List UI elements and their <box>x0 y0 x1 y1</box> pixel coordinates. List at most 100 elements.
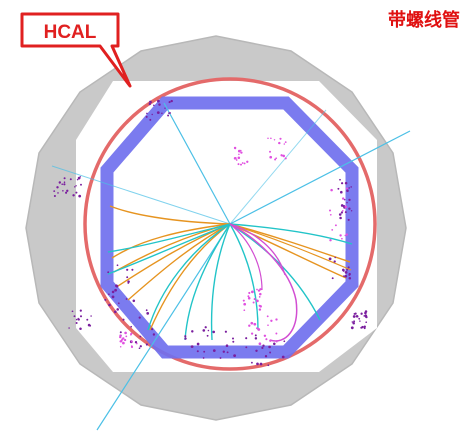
hit-point <box>79 176 82 178</box>
hit-point <box>243 302 247 306</box>
hit-point <box>282 154 286 158</box>
hit-point <box>87 323 91 327</box>
hit-point <box>339 234 342 237</box>
straight-track-3 <box>163 102 231 225</box>
hit-point <box>226 351 229 354</box>
hit-point <box>79 309 82 312</box>
track-cyan-8 <box>229 223 259 331</box>
hit-point <box>158 103 161 106</box>
hit-point <box>329 213 332 216</box>
hit-point <box>235 159 238 161</box>
hit-point <box>53 190 56 193</box>
charged-particle-tracks <box>107 205 353 342</box>
hit-point <box>365 321 368 324</box>
hit-point <box>280 154 283 157</box>
hit-point <box>224 330 227 333</box>
hit-point <box>275 157 278 160</box>
hit-point <box>237 163 240 166</box>
hit-point <box>355 315 359 318</box>
hit-point <box>340 211 344 214</box>
hit-point <box>73 315 76 318</box>
hit-point <box>116 308 119 311</box>
track-orange-7 <box>229 223 351 263</box>
hit-point <box>168 101 171 104</box>
hit-point <box>146 312 150 315</box>
track-orange-4 <box>127 223 231 301</box>
hit-point <box>125 298 128 300</box>
hit-point <box>57 192 59 194</box>
hit-point <box>344 205 348 209</box>
hit-point <box>344 274 348 278</box>
hit-point <box>352 322 355 325</box>
hit-point <box>72 194 75 197</box>
hit-point <box>145 309 148 312</box>
hit-point <box>344 211 347 214</box>
hit-point <box>259 362 263 366</box>
calorimeter-octagon <box>100 96 359 359</box>
hit-point <box>334 256 337 259</box>
hit-point <box>167 114 170 117</box>
hit-point <box>202 329 206 332</box>
hit-point <box>130 325 133 328</box>
hit-point <box>126 268 129 271</box>
hit-point <box>345 187 348 190</box>
hit-point <box>121 338 124 341</box>
hit-point <box>281 355 285 359</box>
hit-point <box>269 155 273 159</box>
hit-point <box>254 334 257 337</box>
track-cyan-4 <box>107 223 231 275</box>
hit-point <box>156 111 160 114</box>
hit-point <box>145 343 148 346</box>
hit-point <box>202 357 205 359</box>
hit-point <box>344 234 346 237</box>
hit-point <box>232 340 235 343</box>
hit-point <box>284 141 287 144</box>
hit-point <box>252 301 255 304</box>
hit-point <box>206 334 209 337</box>
hit-point <box>255 349 258 353</box>
hit-point <box>243 309 246 312</box>
hit-point <box>157 99 160 103</box>
hit-point <box>253 322 257 326</box>
hit-point <box>122 341 125 345</box>
hit-point <box>339 178 341 181</box>
hit-point <box>132 299 136 303</box>
hit-point <box>283 143 286 145</box>
hit-point <box>267 137 269 140</box>
hit-point <box>90 315 92 317</box>
hit-point <box>344 181 348 185</box>
hit-point <box>352 315 356 318</box>
hit-point <box>350 326 354 330</box>
hit-point <box>231 337 235 340</box>
hit-point <box>152 333 156 336</box>
hit-point <box>119 340 122 343</box>
hit-point <box>331 277 334 280</box>
hit-point <box>329 239 332 242</box>
hit-point <box>259 288 262 291</box>
hit-point <box>74 186 76 188</box>
hit-point <box>66 189 69 192</box>
hit-point <box>233 354 237 357</box>
hit-point <box>63 181 66 183</box>
solenoid-label: 带螺线管 <box>388 9 460 31</box>
track-cyan-5 <box>107 223 231 253</box>
hit-point <box>248 291 251 295</box>
hit-point <box>139 345 142 348</box>
hit-point <box>123 338 127 342</box>
hit-point <box>204 326 207 329</box>
hit-point <box>337 187 340 190</box>
hit-point <box>250 321 254 325</box>
hit-point <box>351 321 354 323</box>
hit-point <box>113 310 117 314</box>
straight-track-2 <box>229 130 411 225</box>
hit-point <box>258 304 261 307</box>
hit-point <box>245 337 248 340</box>
track-magenta-3 <box>229 223 263 291</box>
hit-point <box>258 308 262 311</box>
hit-point <box>219 357 222 359</box>
hit-point <box>269 339 272 342</box>
hit-point <box>279 137 282 140</box>
hit-point <box>76 178 79 181</box>
hit-point <box>238 153 240 156</box>
hit-point <box>75 321 78 325</box>
